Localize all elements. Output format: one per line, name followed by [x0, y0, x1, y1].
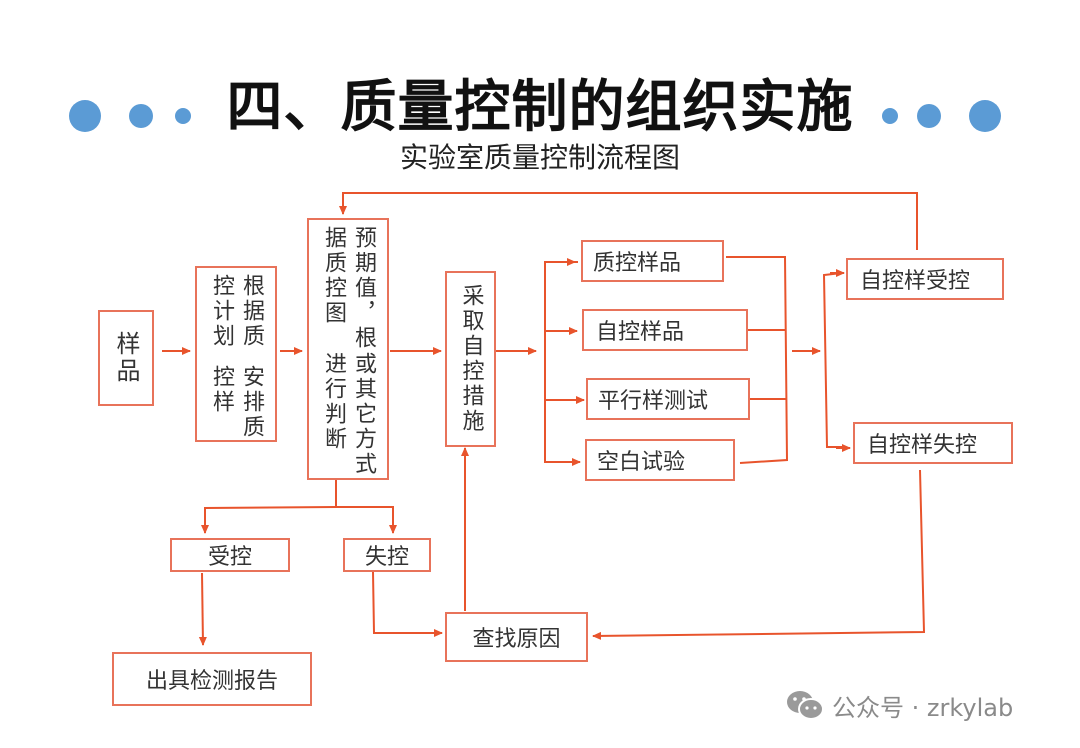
node-self-out-control-label: 自控样失控 — [867, 433, 978, 458]
node-judge: 预期值，根据质控图 或其它方式进行判断 — [307, 218, 389, 480]
arrow-in-control-to-report — [198, 572, 207, 646]
page-subtitle: 实验室质量控制流程图 — [399, 141, 680, 174]
node-in-control: 受控 — [170, 538, 290, 572]
decor-dot-right-small — [882, 108, 898, 124]
node-self-in-control: 自控样受控 — [846, 258, 1004, 300]
node-plan-label-col2: 安排质控样 — [209, 364, 264, 440]
node-judge-label-col1: 预期值，根据质控图 — [321, 226, 376, 351]
node-measures-label: 采取自控措施 — [458, 284, 484, 434]
node-self-sample-label: 自控样品 — [596, 320, 685, 345]
feedback-loop-line — [339, 192, 918, 250]
page-title: 四、质量控制的组织实施 — [226, 74, 854, 140]
node-find-cause: 查找原因 — [445, 612, 588, 662]
node-plan-label-col1: 根据质控计划 — [209, 274, 264, 349]
arrow-self-out-to-cause — [592, 469, 926, 640]
node-out-control-label: 失控 — [364, 545, 409, 570]
node-plan: 根据质控计划 安排质控样 — [195, 266, 277, 442]
node-out-control: 失控 — [343, 538, 431, 572]
node-sample: 样品 — [98, 310, 154, 406]
node-parallel-test-label: 平行样测试 — [598, 389, 709, 414]
node-measures: 采取自控措施 — [445, 271, 496, 447]
node-sample-label: 样品 — [112, 331, 140, 385]
node-self-sample: 自控样品 — [582, 309, 748, 351]
decor-dot-left-large — [69, 100, 101, 132]
node-in-control-label: 受控 — [207, 545, 252, 570]
decor-dot-left-small — [175, 108, 191, 124]
arrow-out-control-to-cause — [372, 571, 443, 637]
node-judge-label-col2: 或其它方式进行判断 — [321, 352, 376, 477]
merge-qc-line — [726, 256, 789, 464]
watermark: 公众号 · zrkylab — [786, 685, 1013, 725]
decor-dot-left-medium — [129, 104, 153, 128]
wechat-icon — [786, 689, 824, 721]
watermark-text: 公众号 · zrkylab — [832, 693, 1014, 722]
node-report-label: 出具检测报告 — [145, 669, 278, 694]
node-blank-test-label: 空白试验 — [597, 450, 686, 475]
node-self-out-control: 自控样失控 — [853, 422, 1013, 464]
split-to-out-control — [336, 506, 397, 534]
split-to-in-control — [201, 506, 337, 534]
node-report: 出具检测报告 — [112, 652, 312, 706]
node-qc-sample-label: 质控样品 — [593, 251, 682, 276]
node-self-in-control-label: 自控样受控 — [860, 269, 971, 294]
node-parallel-test: 平行样测试 — [586, 378, 750, 420]
node-blank-test: 空白试验 — [585, 439, 735, 481]
decor-dot-right-large — [969, 100, 1001, 132]
branch-split-line — [544, 261, 578, 463]
node-qc-sample: 质控样品 — [581, 240, 724, 282]
decor-dot-right-medium — [917, 104, 941, 128]
decision-split-line — [822, 272, 843, 448]
node-find-cause-label: 查找原因 — [472, 627, 561, 652]
